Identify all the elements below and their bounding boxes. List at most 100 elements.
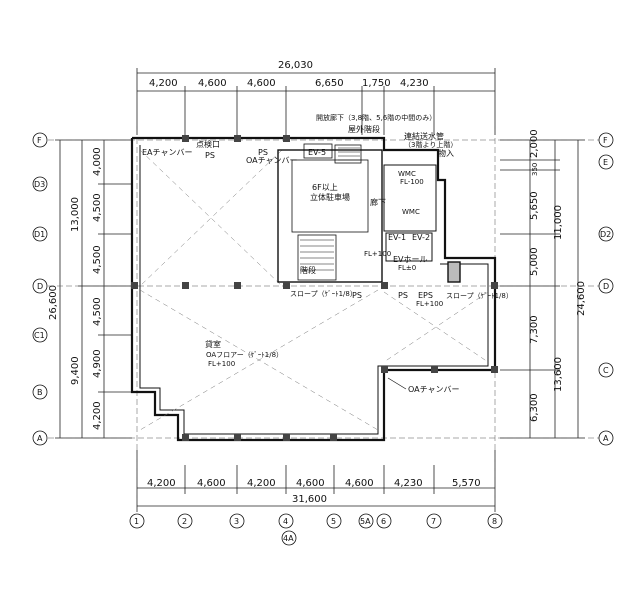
label-ps-mid: PS <box>352 291 362 300</box>
row-label-e-right: E <box>603 158 608 167</box>
label-oa-chamber-top: OAチャンバー <box>246 156 298 165</box>
right-dimension-lines <box>500 139 585 439</box>
label-oa-chamber-bottom: OAチャンバー <box>408 385 460 394</box>
bottom-dimensions: 4,200 4,600 4,200 4,600 4,600 4,230 5,57… <box>147 478 481 489</box>
row-label-a-left: A <box>37 434 43 443</box>
col-label-6: 6 <box>381 517 386 526</box>
row-label-d-right: D <box>603 282 609 291</box>
left-dimension-lines <box>55 139 132 439</box>
top-dim-5: 1,750 <box>362 78 391 89</box>
bottom-dim-7: 5,570 <box>452 478 481 489</box>
left-total-dimension: 26,600 <box>48 285 59 320</box>
col-label-4a: 4A <box>283 534 294 543</box>
label-office-fl: FL+100 <box>208 360 235 368</box>
row-label-a-right: A <box>603 434 609 443</box>
label-eps-fl: FL+100 <box>416 300 443 308</box>
col-label-1: 1 <box>134 517 139 526</box>
label-ps-right: PS <box>398 291 408 300</box>
right-mid-dim-1: 11,000 <box>553 205 564 240</box>
label-water-pipe: 連結送水管 <box>404 131 444 141</box>
label-wc-wm: WMC <box>398 170 416 178</box>
label-delivery: 物入 <box>438 148 454 158</box>
left-dim-2: 4,500 <box>92 193 103 222</box>
row-label-f-right: F <box>603 136 608 145</box>
col-label-4: 4 <box>283 517 288 526</box>
bottom-dim-1: 4,200 <box>147 478 176 489</box>
top-dim-1: 4,200 <box>149 78 178 89</box>
row-label-d3-left: D3 <box>34 180 45 189</box>
label-ev5: EV-5 <box>308 148 326 157</box>
right-total-dimension: 24,600 <box>576 281 587 316</box>
label-eps: EPS <box>418 291 433 300</box>
label-wc-w: WMC <box>402 208 420 216</box>
right-dim-5: 7,300 <box>529 315 540 344</box>
oa-chamber-leader <box>387 377 407 390</box>
col-label-3: 3 <box>234 517 239 526</box>
label-ps-top-small: 点検口 <box>196 139 220 149</box>
label-ev1: EV-1 <box>388 233 406 242</box>
label-ps-top-right: PS <box>258 148 268 157</box>
bottom-dim-6: 4,230 <box>394 478 423 489</box>
bottom-dim-2: 4,600 <box>197 478 226 489</box>
row-markers-left <box>32 132 48 446</box>
col-label-8: 8 <box>492 517 497 526</box>
building-outline <box>130 135 498 442</box>
col-label-5a: 5A <box>360 517 371 526</box>
row-label-f-left: F <box>37 136 42 145</box>
col-label-7: 7 <box>431 517 436 526</box>
label-slope-left: スロープ（ｹﾞｰﾄ1/8） <box>290 290 357 298</box>
label-ev2: EV-2 <box>412 233 430 242</box>
column-labels: 1 2 3 4 4A 5 5A 6 7 8 <box>134 517 497 543</box>
left-dim-6: 4,200 <box>92 401 103 430</box>
left-mid-dim-2: 9,400 <box>70 356 81 385</box>
left-mid-dim-1: 13,000 <box>70 197 81 232</box>
top-total-dimension: 26,030 <box>278 60 313 71</box>
bottom-dim-4: 4,600 <box>296 478 325 489</box>
label-ev-hall-fl: FL±0 <box>398 264 416 272</box>
top-dimension-lines <box>136 68 496 135</box>
label-fl-lower: FL+100 <box>364 250 391 258</box>
bottom-dim-3: 4,200 <box>247 478 276 489</box>
right-dim-1: 2,000 <box>529 129 540 158</box>
left-dim-4: 4,500 <box>92 297 103 326</box>
label-parking: 立体駐車場 <box>310 192 350 202</box>
column-markers <box>129 513 503 546</box>
label-wc-fl: FL-100 <box>400 178 424 186</box>
label-office-oa: OAフロアー（ｹﾞｰﾄ1/8） <box>206 351 283 359</box>
row-label-c-right: C <box>603 366 609 375</box>
col-label-5: 5 <box>331 517 336 526</box>
left-dim-3: 4,500 <box>92 245 103 274</box>
label-ps-top-left: PS <box>205 151 215 160</box>
row-label-c1-left: C1 <box>34 331 45 340</box>
row-label-d-left: D <box>37 282 43 291</box>
top-dimensions: 4,200 4,600 4,600 6,650 1,750 4,230 <box>149 78 429 89</box>
bottom-dim-5: 4,600 <box>345 478 374 489</box>
row-label-d1-left: D1 <box>34 230 45 239</box>
label-hall-stair: 階段 <box>300 265 316 275</box>
bottom-total-dimension: 31,600 <box>292 494 327 505</box>
col-label-2: 2 <box>182 517 187 526</box>
label-outdoor-stair: 屋外階段 <box>348 124 380 134</box>
right-dim-3: 5,650 <box>529 191 540 220</box>
label-water-pipe-sub: （3階より上階） <box>404 140 457 149</box>
label-parking-sub: 6F以上 <box>312 183 338 192</box>
label-corridor: 廊下 <box>370 197 386 207</box>
top-dim-4: 6,650 <box>315 78 344 89</box>
top-dim-2: 4,600 <box>198 78 227 89</box>
row-label-d2-right: D2 <box>600 230 611 239</box>
top-dim-6: 4,230 <box>400 78 429 89</box>
right-dim-6: 6,300 <box>529 393 540 422</box>
right-dim-4: 5,000 <box>529 247 540 276</box>
label-office: 貸室 <box>205 339 221 349</box>
label-slope-right: スロープ（ｹﾞｰﾄ1/8） <box>446 292 513 300</box>
row-markers-right <box>598 132 614 446</box>
label-ev-hall: EVホール <box>393 255 428 264</box>
right-dim-2: 350 <box>531 163 539 176</box>
right-mid-dim-2: 13,600 <box>553 357 564 392</box>
label-ea-chamber: EAチャンバー <box>142 148 192 157</box>
left-dimensions: 26,600 13,000 9,400 4,000 4,500 4,500 4,… <box>48 147 103 430</box>
right-dimensions: 2,000 350 5,650 5,000 7,300 6,300 11,000… <box>529 129 587 422</box>
left-dim-5: 4,900 <box>92 349 103 378</box>
row-label-b-left: B <box>37 388 43 397</box>
